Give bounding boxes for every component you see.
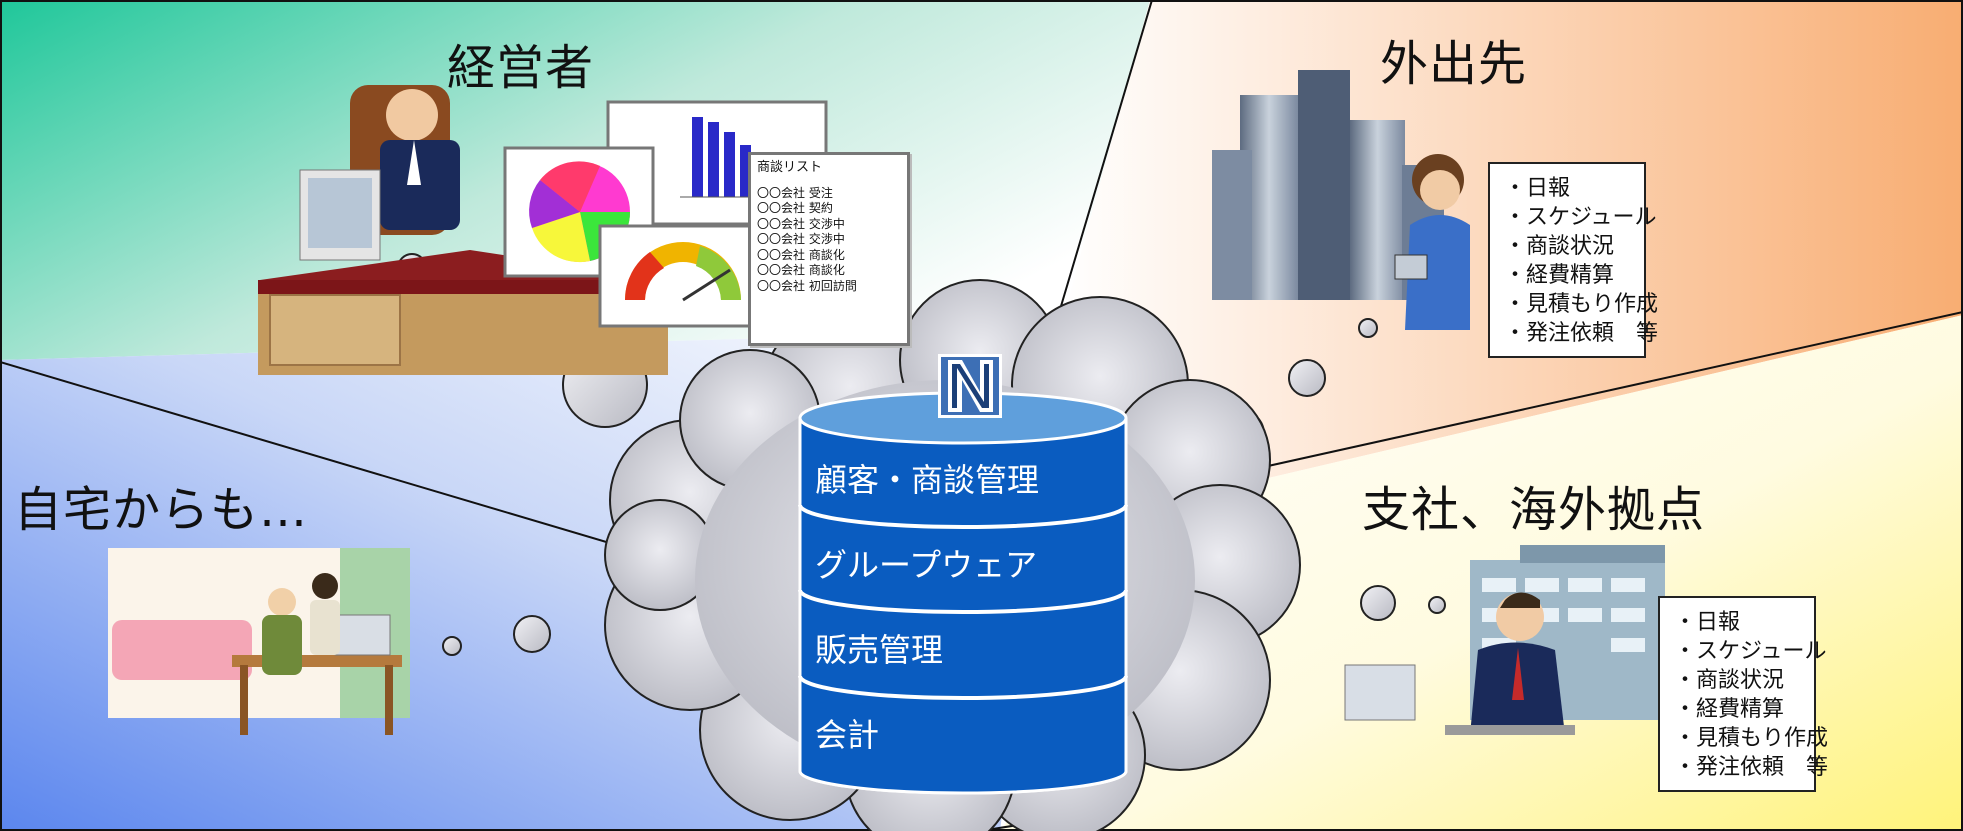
database-cylinder: [798, 391, 1128, 795]
db-layer-accounting: 会計: [815, 716, 880, 754]
executive-title: 経営者: [447, 40, 595, 96]
executive-illustration: [258, 85, 668, 375]
home-illustration: [108, 548, 410, 735]
n-logo-icon: [938, 354, 1002, 418]
deal-list-title: 商談リスト: [757, 160, 823, 175]
divider-line: [1249, 311, 1963, 471]
task-item: ・日報: [1504, 176, 1571, 201]
deal-list-row: 〇〇会社 初回訪問: [757, 278, 857, 293]
deal-list-row: 〇〇会社 交渉中: [757, 216, 845, 231]
db-layer-groupware: グループウェア: [815, 546, 1038, 584]
field-title: 外出先: [1380, 36, 1528, 92]
home-title: 自宅からも…: [14, 482, 309, 538]
divider-line: [0, 361, 651, 556]
deal-list-row: 〇〇会社 交渉中: [757, 232, 845, 246]
deal-list-row: 〇〇会社 受注: [757, 185, 833, 200]
deal-list-row: 〇〇会社 商談化: [757, 247, 845, 262]
task-item: ・発注依頼 等: [1674, 755, 1829, 780]
task-item: ・経費精算: [1504, 263, 1615, 288]
task-item: ・発注依頼 等: [1504, 321, 1659, 346]
field-task-list: ・日報 ・スケジュール ・商談状況 ・経費精算 ・見積もり作成 ・発注依頼 等: [1488, 162, 1659, 358]
deal-list-row: 〇〇会社 契約: [757, 201, 833, 215]
task-item: ・日報: [1674, 610, 1741, 635]
deal-list-row: 〇〇会社 商談化: [757, 263, 845, 277]
task-item: ・スケジュール: [1504, 205, 1657, 230]
task-item: ・見積もり作成: [1504, 292, 1659, 317]
task-item: ・商談状況: [1504, 234, 1615, 259]
task-item: ・商談状況: [1674, 668, 1785, 693]
task-item: ・見積もり作成: [1674, 726, 1829, 751]
branch-title: 支社、海外拠点: [1362, 482, 1706, 538]
db-layer-crm: 顧客・商談管理: [815, 461, 1040, 499]
branch-office-illustration: [1344, 545, 1665, 735]
db-layer-sales: 販売管理: [815, 631, 944, 669]
task-item: ・スケジュール: [1674, 639, 1827, 664]
branch-task-list: ・日報 ・スケジュール ・商談状況 ・経費精算 ・見積もり作成 ・発注依頼 等: [1658, 596, 1829, 792]
field-worker-illustration: [1212, 70, 1470, 330]
divider-line: [1044, 0, 1153, 361]
deal-list-thumbnail: 商談リスト 〇〇会社 受注 〇〇会社 契約 〇〇会社 交渉中 〇〇会社 交渉中 …: [748, 152, 910, 346]
task-item: ・経費精算: [1674, 697, 1785, 722]
gauge-thumbnail: [598, 224, 774, 328]
